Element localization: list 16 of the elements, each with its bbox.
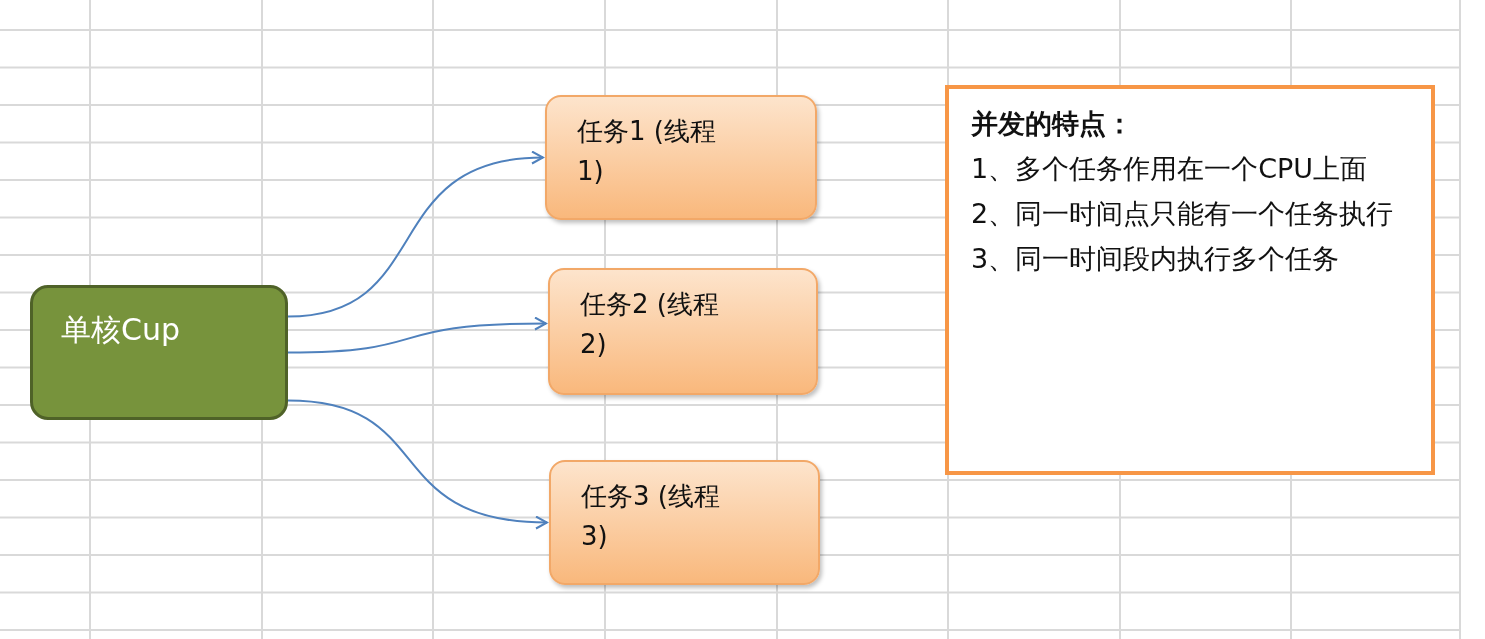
- task-box: [545, 95, 817, 220]
- note-item: 3、同一时间段内执行多个任务: [971, 242, 1341, 276]
- task-box: [549, 460, 820, 585]
- note-heading: 并发的特点：: [971, 107, 1134, 141]
- process-box: [30, 285, 288, 420]
- arrow: [287, 151, 544, 318]
- note-box: [945, 85, 1435, 475]
- arrow: [287, 316, 547, 354]
- box-label: 任务3 (线程3): [581, 480, 721, 553]
- task-box: [548, 268, 818, 395]
- arrow: [287, 399, 548, 529]
- box-label: 任务1 (线程1): [577, 115, 717, 188]
- note-item: 2、同一时间点只能有一个任务执行: [971, 197, 1395, 231]
- note-item: 1、多个任务作用在一个CPU上面: [971, 152, 1369, 186]
- box-label: 任务2 (线程2): [580, 288, 720, 361]
- box-label: 单核Cup: [61, 311, 181, 349]
